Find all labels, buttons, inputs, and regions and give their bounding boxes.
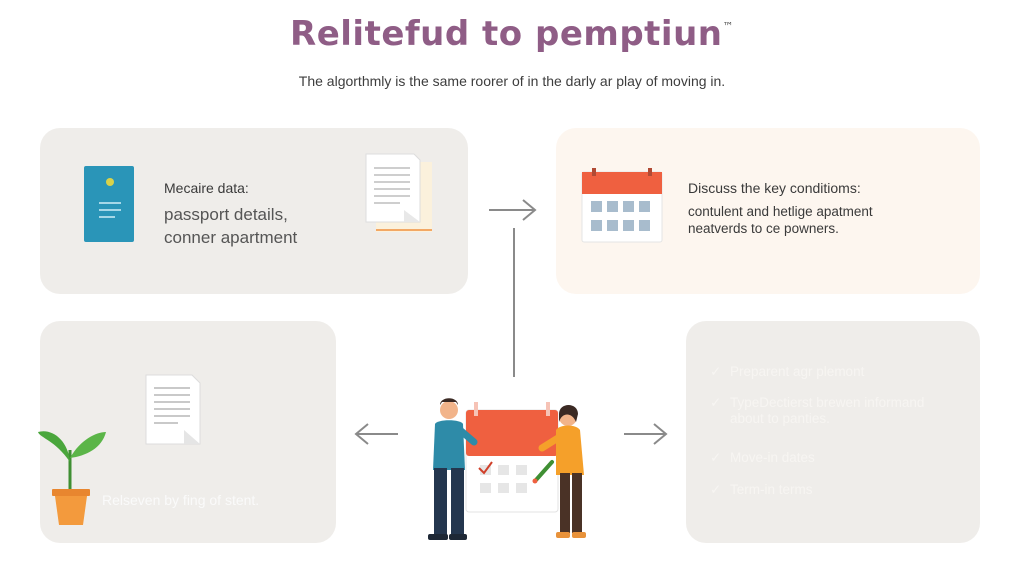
title-text: Relitefud to pemptiun bbox=[290, 14, 723, 54]
discuss-conditions-line1: contulent and hetlige apatment bbox=[688, 204, 873, 219]
checklist-item: ✓ Preparent agr plemont bbox=[710, 364, 955, 380]
check-icon: ✓ bbox=[710, 364, 722, 379]
calendar-icon bbox=[581, 168, 663, 243]
people-meeting-icon bbox=[428, 398, 586, 540]
release-caption: Relseven by fing of stent. bbox=[102, 492, 260, 508]
discuss-conditions-heading: Discuss the key conditioms: bbox=[688, 180, 861, 196]
collect-data-details: passport details, conner apartment bbox=[164, 203, 297, 249]
checklist-item: ✓ Move-in dates bbox=[710, 450, 955, 466]
check-icon: ✓ bbox=[710, 482, 722, 497]
checklist-item: ✓ Term-in terms bbox=[710, 482, 955, 498]
checklist-item: ✓ TypeDectierst brewen informand about to… bbox=[710, 395, 955, 427]
checklist-item-label: Move-in dates bbox=[730, 450, 815, 465]
collect-data-line2: conner apartment bbox=[164, 228, 298, 247]
arrow-left-bottom bbox=[354, 423, 398, 445]
collect-data-heading: Mecaire data: bbox=[164, 180, 249, 196]
page-title: Relitefud to pemptiun™ bbox=[0, 14, 1024, 54]
plant-icon bbox=[38, 431, 106, 525]
checklist-item-label: TypeDectierst brewen informand about to … bbox=[730, 395, 925, 426]
passport-icon bbox=[84, 166, 134, 242]
arrow-right-bottom bbox=[624, 423, 668, 445]
arrow-right-top bbox=[489, 199, 537, 221]
checklist-item-label: Term-in terms bbox=[730, 482, 813, 497]
collect-data-line1: passport details, bbox=[164, 205, 288, 224]
check-icon: ✓ bbox=[710, 450, 722, 465]
trademark-symbol: ™ bbox=[722, 20, 734, 33]
agreement-checklist-card bbox=[686, 321, 980, 543]
page-subtitle: The algorthmly is the same roorer of in … bbox=[298, 73, 726, 89]
discuss-conditions-details: contulent and hetlige apatment neatverds… bbox=[688, 203, 873, 237]
checklist-item-label: Preparent agr plemont bbox=[730, 364, 865, 379]
discuss-conditions-line2: neatverds to ce powners. bbox=[688, 221, 839, 236]
document-icon bbox=[145, 374, 201, 445]
check-icon: ✓ bbox=[710, 395, 722, 410]
document-stack-icon bbox=[365, 153, 432, 232]
